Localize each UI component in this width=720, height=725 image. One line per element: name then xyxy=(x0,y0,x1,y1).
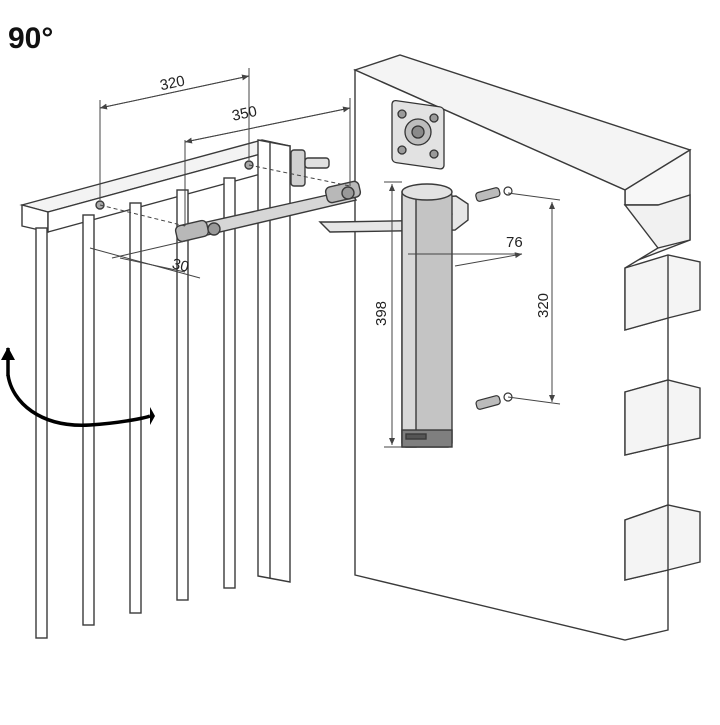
angle-title: 90° xyxy=(8,22,54,55)
dim-label-76: 76 xyxy=(506,234,523,251)
dim-label-320-right: 320 xyxy=(535,293,552,318)
rotation-arrow-icon xyxy=(1,347,155,427)
door-closer xyxy=(401,183,453,448)
dim-label-30: 30 xyxy=(170,255,190,276)
dim-label-350: 350 xyxy=(230,103,258,125)
dimension-lines xyxy=(89,68,561,448)
dim-label-320-upper: 320 xyxy=(158,72,186,94)
mounting-plate-icon xyxy=(391,99,445,170)
dim-label-398: 398 xyxy=(373,301,390,326)
gate-frame xyxy=(19,139,330,639)
